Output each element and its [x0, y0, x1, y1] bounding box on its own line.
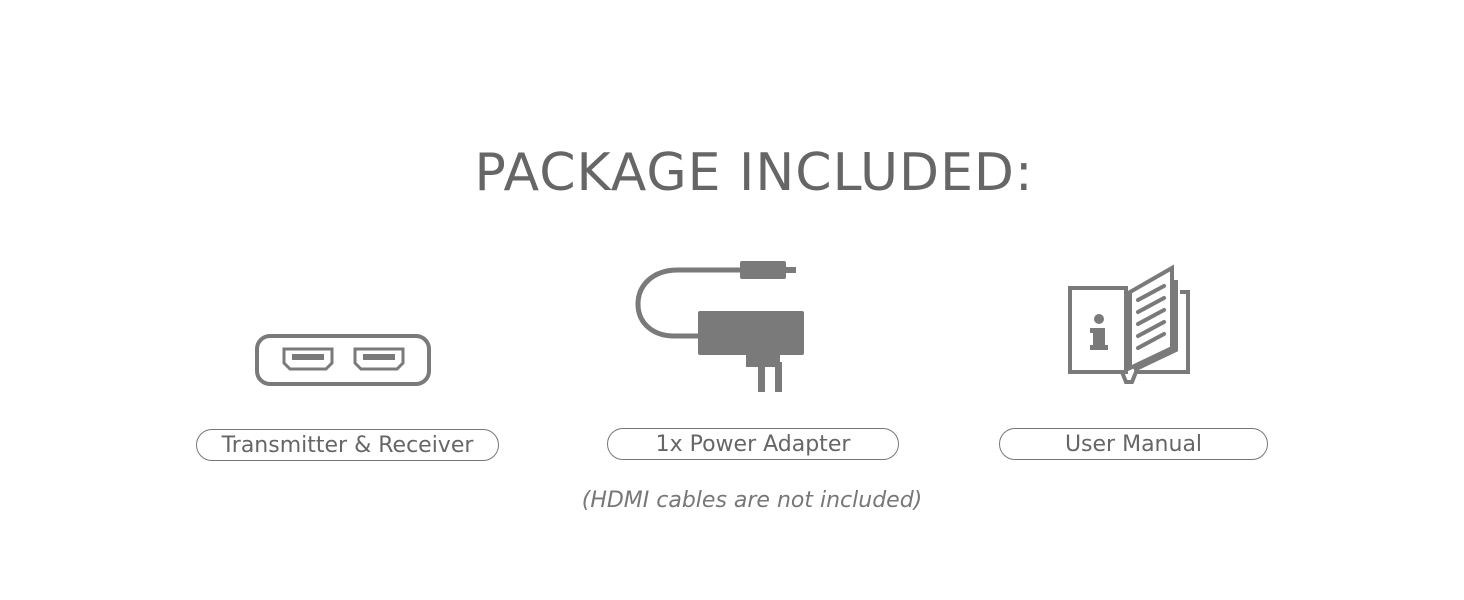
hdmi-ports-icon: [255, 334, 431, 386]
cables-note: (HDMI cables are not included): [581, 488, 923, 513]
power-adapter-label: 1x Power Adapter: [607, 428, 899, 460]
item-label: Transmitter & Receiver: [221, 432, 474, 458]
item-label: 1x Power Adapter: [655, 431, 851, 457]
user-manual-label: User Manual: [999, 428, 1268, 460]
user-manual-icon: [1068, 264, 1190, 384]
page-title: PACKAGE INCLUDED:: [474, 143, 1034, 203]
power-adapter-icon: [635, 261, 804, 392]
transmitter-receiver-label: Transmitter & Receiver: [196, 429, 499, 461]
item-label: User Manual: [1064, 431, 1203, 457]
